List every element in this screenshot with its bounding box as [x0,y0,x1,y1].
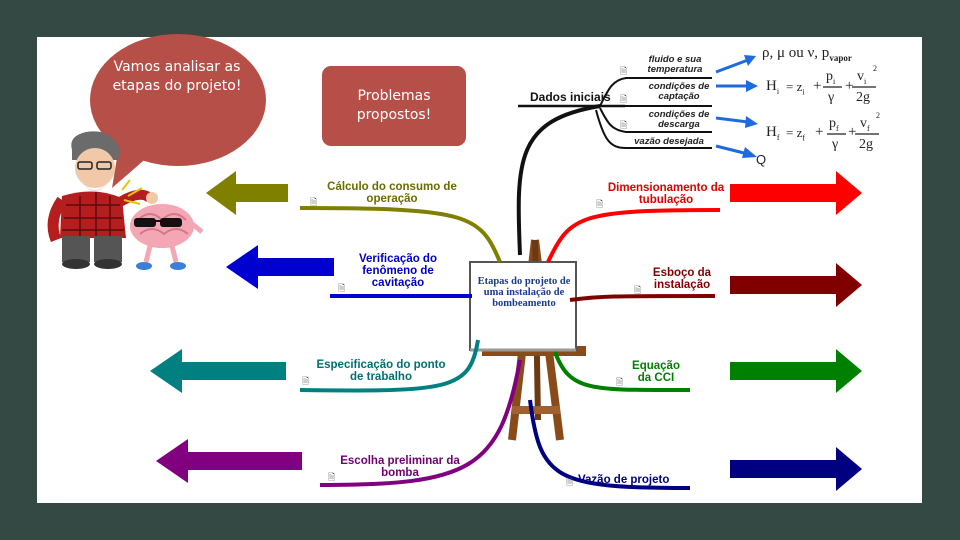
data-item-3: condições de descarga [648,109,710,130]
branch-vazao-label: Vazão de projeto [578,474,670,486]
data-item-1: fluido e sua temperatura [647,54,703,75]
note-icon: 🗎 [566,478,574,488]
fluid-properties-formula: ρ, μ ou ν, pvapor [762,45,852,63]
arrow-icon [226,245,334,289]
teacher-avatar-icon [47,131,158,269]
branch-tubulacao-label: Dimensionamento da tubulação [607,182,725,207]
data-item-2: condições de captação [648,81,710,102]
branch-cavitacao-label: Verificação do fenômeno de cavitação [359,253,437,290]
arrow-icon [156,439,302,483]
note-icon: 🗎 [634,286,642,296]
note-icon: 🗎 [328,473,336,483]
brain-mascot-icon [121,179,204,270]
problems-button[interactable]: Problemas propostos! [322,66,466,146]
branch-cci-label: Equação da CCI [632,360,680,385]
note-icon: 🗎 [310,198,318,208]
arrow-icon [206,171,288,215]
left-branch-lines [299,206,522,487]
center-topic: Etapas do projeto de uma instalação de b… [477,276,571,310]
note-icon: 🗎 [338,284,346,294]
note-icon: 🗎 [302,377,310,387]
data-item-4: vazão desejada [634,136,704,147]
arrow-icon [150,349,286,393]
arrow-icon [730,171,862,215]
note-icon: 🗎 [620,95,628,105]
right-branch-lines [528,208,721,490]
problems-label: Problemas propostos! [356,88,432,123]
left-arrows [150,171,334,483]
easel-icon [469,239,586,441]
data-branch-lines [516,77,712,256]
note-icon: 🗎 [616,378,624,388]
branch-bomba-label: Escolha preliminar da bomba [340,455,460,480]
speech-bubble [90,34,266,188]
note-icon: 🗎 [620,67,628,77]
note-icon: 🗎 [620,121,628,131]
note-icon: 🗎 [596,200,604,210]
branch-ponto-label: Especificação do ponto de trabalho [316,359,446,384]
branch-esboco-label: Esboço da instalação [652,267,712,292]
fraction-bars [823,86,879,135]
arrow-icon [730,349,862,393]
formula-arrows [715,55,758,158]
arrow-icon [730,263,862,307]
branch-consumo-label: Cálculo do consumo de operação [327,181,457,206]
arrow-icon [730,447,862,491]
speech-bubble-text: Vamos analisar as etapas do projeto! [112,59,242,94]
right-arrows [730,171,862,491]
flow-symbol: Q [756,152,767,167]
data-branch-label: Dados iniciais [530,90,611,104]
